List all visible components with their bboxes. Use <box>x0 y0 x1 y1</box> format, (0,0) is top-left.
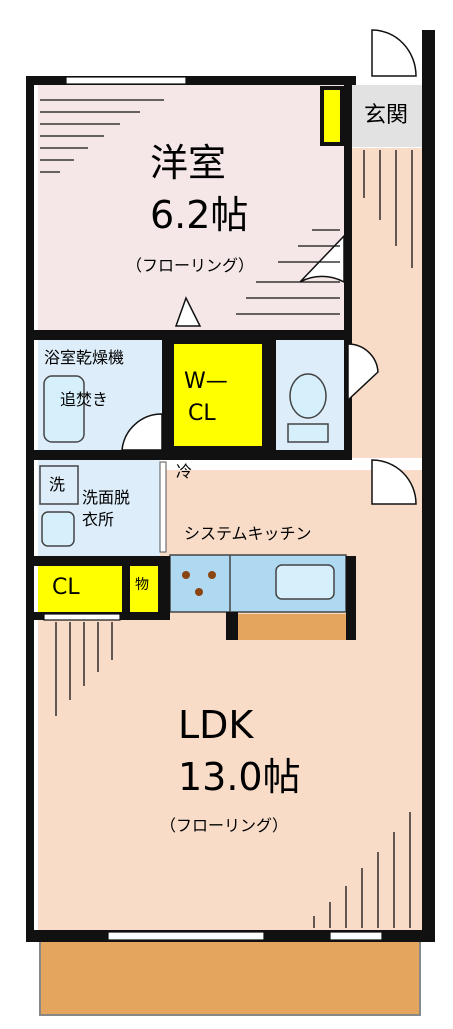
closet-box <box>38 566 122 612</box>
western-room-name: 洋室 <box>150 141 227 185</box>
ldk-size: 13.0帖 <box>178 755 301 799</box>
stove-burner <box>208 571 216 579</box>
stove-burner <box>182 571 190 579</box>
western-room-floor-label: （フローリング） <box>126 256 255 275</box>
ldk-floor-label: （フローリング） <box>160 816 289 835</box>
balcony-floor <box>39 939 421 1016</box>
walk-in-closet-label-line1: W— <box>184 369 228 394</box>
entrance-floor <box>352 85 422 147</box>
western-room-floor <box>38 85 348 330</box>
washroom-sliding-door <box>159 461 167 553</box>
storage-label: 物 <box>135 577 149 593</box>
washroom-name-line1: 洗面脱 <box>82 488 131 507</box>
bathroom-name: 浴室乾燥機 <box>44 348 125 367</box>
washer-pan <box>39 465 79 505</box>
entrance-label: 玄関 <box>364 103 409 128</box>
ldk-name: LDK <box>178 703 254 747</box>
closet-label: CL <box>52 575 80 600</box>
washroom-name-line2: 衣所 <box>82 510 115 529</box>
walk-in-closet-box <box>166 336 270 454</box>
toilet-tank <box>287 423 329 443</box>
kitchen-cabinet <box>236 614 346 640</box>
kitchen-label: システムキッチン <box>184 524 312 543</box>
toilet-bowl <box>289 373 327 419</box>
bathroom-feature: 追焚き <box>60 390 109 409</box>
sunlight-lines <box>40 99 413 928</box>
hallway-floor <box>348 148 422 458</box>
stove-burner <box>195 588 203 596</box>
western-room-size: 6.2帖 <box>150 193 249 237</box>
windows <box>43 76 383 941</box>
storage-box <box>130 566 158 612</box>
entrance-shoe-box <box>320 86 344 146</box>
washer-mark: 洗 <box>49 475 66 494</box>
kitchen-sink <box>275 564 335 600</box>
washbasin <box>41 511 75 547</box>
bathtub <box>43 375 85 443</box>
fridge-label: 冷 <box>176 462 193 481</box>
doors <box>121 29 417 505</box>
walk-in-closet-label-line2: CL <box>188 401 216 426</box>
